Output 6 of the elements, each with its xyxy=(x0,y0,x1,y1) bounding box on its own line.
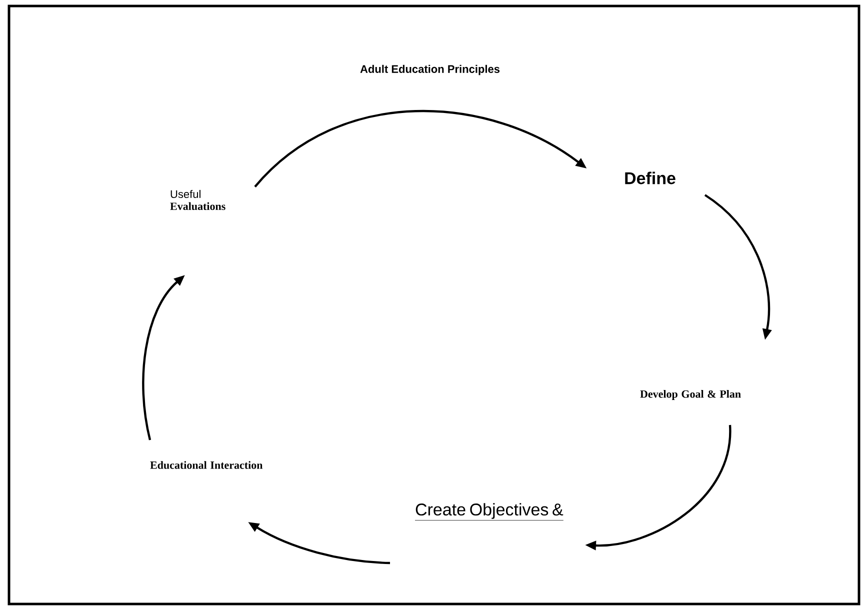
node-label: Define xyxy=(625,172,676,184)
node-label: Develop Goal & Plan xyxy=(640,390,741,400)
node-label: Create Objectives & xyxy=(414,503,564,521)
node-label: Educational Interaction xyxy=(150,461,263,469)
title: Adult Education Principles xyxy=(360,64,500,76)
node-label: Useful Evaluations xyxy=(170,190,226,210)
